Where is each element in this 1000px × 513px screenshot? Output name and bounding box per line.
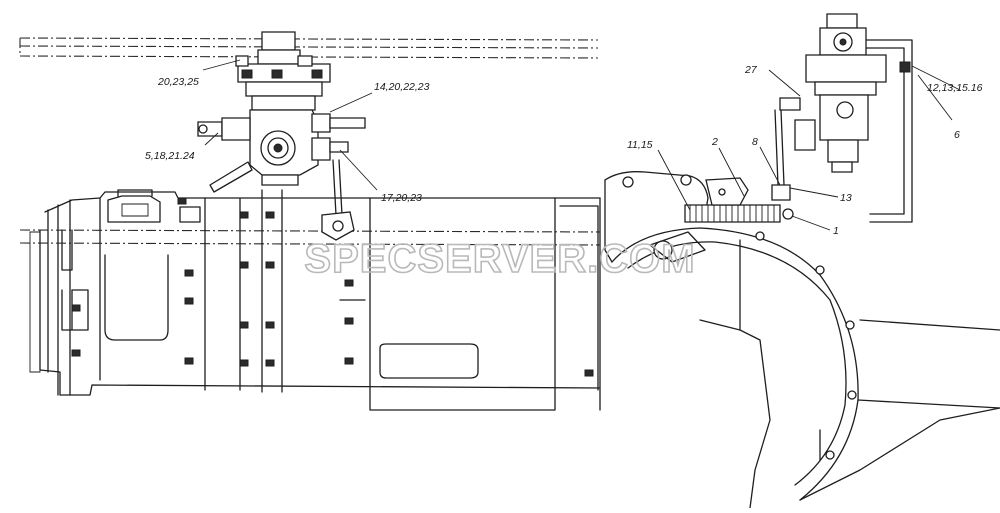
callout-label: 17,20,23	[381, 192, 422, 204]
callout-label: 8	[752, 136, 758, 148]
valve-assembly-right	[771, 13, 913, 223]
bell-housing	[604, 171, 1000, 509]
gearbox-housing	[29, 161, 601, 411]
housing-bolts	[71, 197, 594, 377]
callout-label: 14,20,22,23	[374, 81, 430, 93]
spring-mechanism	[684, 177, 794, 223]
callout-label: 13	[840, 192, 852, 204]
valve-assembly	[197, 31, 366, 241]
callout-label: 5,18,21.24	[145, 150, 195, 162]
callout-labels: 20,23,25 14,20,22,23 5,18,21.24 17,20,23…	[145, 64, 983, 237]
callout-label: 12,13,15.16	[927, 82, 983, 94]
callout-label: 27	[744, 64, 758, 76]
watermark-text: SPECSERVER.COM	[304, 237, 695, 281]
callout-label: 11,15	[627, 139, 653, 151]
callout-label: 1	[833, 225, 839, 237]
callout-label: 2	[711, 136, 718, 148]
leader-lines	[202, 59, 961, 231]
callout-label: 20,23,25	[157, 76, 199, 88]
callout-label: 6	[954, 129, 960, 141]
